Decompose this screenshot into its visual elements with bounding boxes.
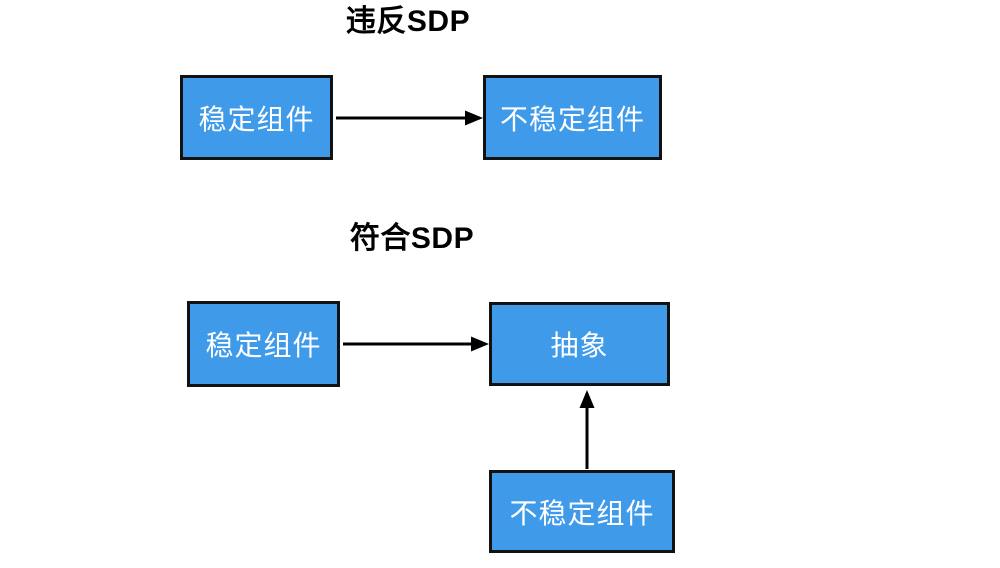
node-stable-component-2: 稳定组件 (187, 301, 340, 387)
node-unstable-component-2: 不稳定组件 (489, 470, 675, 553)
section-title-violates-sdp: 违反SDP (345, 5, 471, 38)
node-unstable-component-1: 不稳定组件 (483, 75, 662, 160)
node-abstraction: 抽象 (489, 302, 670, 386)
section-title-conforms-sdp: 符合SDP (349, 222, 475, 255)
node-stable-component-1: 稳定组件 (180, 75, 333, 160)
